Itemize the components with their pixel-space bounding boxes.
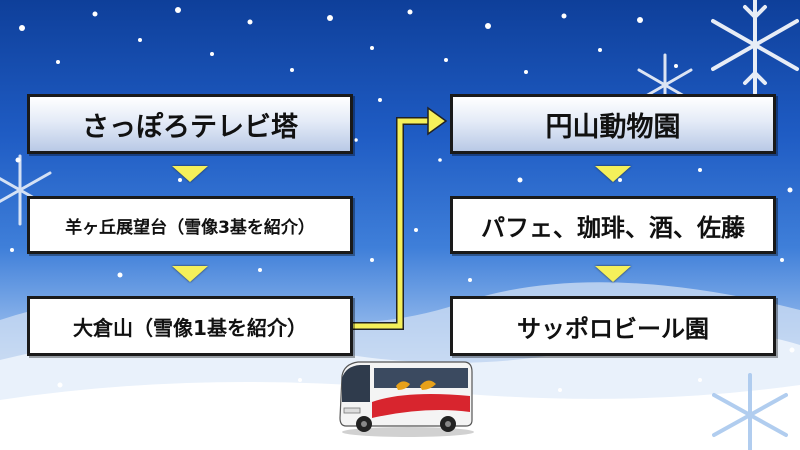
- right-step-3: サッポロビール園: [450, 296, 776, 356]
- right-step-1: 円山動物園: [450, 94, 776, 154]
- left-step-3-label: 大倉山（雪像1基を紹介）: [73, 315, 307, 340]
- left-step-2: 羊ヶ丘展望台（雪像3基を紹介）: [27, 196, 353, 254]
- arrow-down-icon: [595, 266, 631, 282]
- right-step-3-label: サッポロビール園: [517, 314, 709, 343]
- right-step-2-label: パフェ、珈琲、酒、佐藤: [481, 213, 745, 242]
- arrow-down-icon: [595, 166, 631, 182]
- left-step-1-label: さっぽろテレビ塔: [82, 111, 298, 143]
- left-step-1: さっぽろテレビ塔: [27, 94, 353, 154]
- arrow-down-icon: [172, 266, 208, 282]
- arrow-down-icon: [172, 166, 208, 182]
- right-step-1-label: 円山動物園: [545, 111, 681, 143]
- left-step-2-label: 羊ヶ丘展望台（雪像3基を紹介）: [65, 217, 315, 238]
- left-step-3: 大倉山（雪像1基を紹介）: [27, 296, 353, 356]
- right-step-2: パフェ、珈琲、酒、佐藤: [450, 196, 776, 254]
- bus-icon: [339, 361, 474, 437]
